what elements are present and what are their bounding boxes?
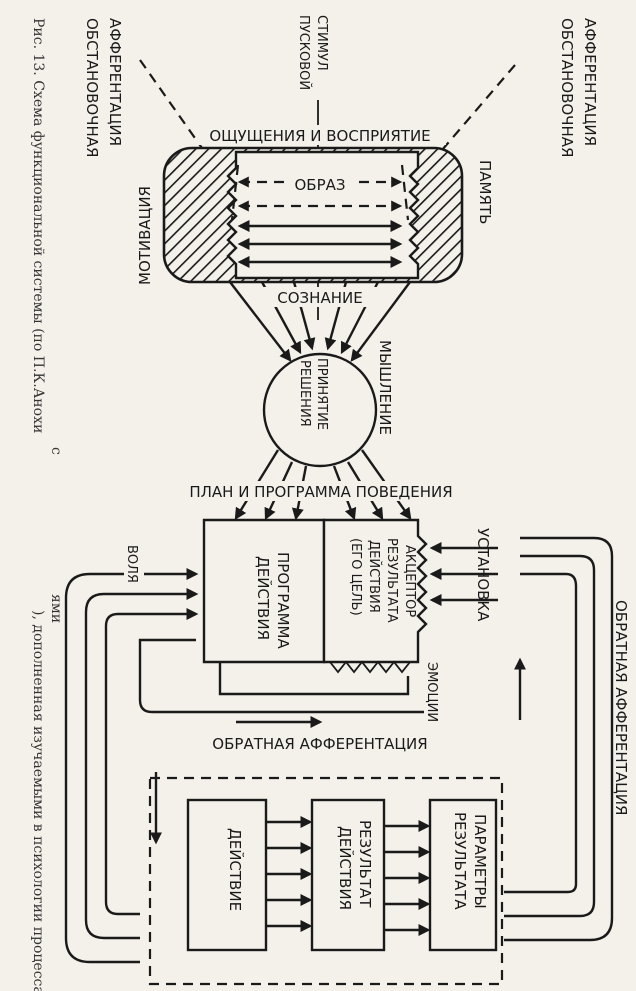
acceptor-label-1: АКЦЕПТОР (402, 545, 417, 617)
decision-label-2: РЕШЕНИЯ (297, 360, 312, 427)
afferent-left-label: ОБСТАНОВОЧНАЯ АФФЕРЕНТАЦИЯ (83, 18, 124, 157)
motivation-label: МОТИВАЦИЯ (136, 186, 154, 285)
sensation-label: ОЩУЩЕНИЯ И ВОСПРИЯТИЕ (209, 127, 430, 145)
afferent-synthesis-block: ОБРАЗ (162, 146, 464, 284)
figure-caption: Рис. 13. Схема функциональной системы (п… (30, 18, 64, 991)
params-block (428, 798, 498, 952)
image-label: ОБРАЗ (294, 176, 345, 194)
action-label: ДЕЙСТВИЕ (226, 828, 245, 911)
afferent-right-label: ОБСТАНОВОЧНАЯ АФФЕРЕНТАЦИЯ (558, 18, 599, 157)
caption-main: Рис. 13. Схема функциональной системы (п… (30, 18, 46, 433)
program-acceptor-block (202, 518, 428, 674)
setting-arrows (429, 542, 498, 606)
setting-label: УСТАНОВКА (474, 528, 492, 622)
feedback-outer-label: ОБРАТНАЯ АФФЕРЕНТАЦИЯ (612, 600, 630, 815)
result-block (310, 798, 386, 952)
consciousness-label: СОЗНАНИЕ (277, 289, 362, 307)
thinking-label: МЫШЛЕНИЕ (376, 340, 394, 435)
svg-text:АФФЕРЕНТАЦИЯ: АФФЕРЕНТАЦИЯ (581, 18, 599, 146)
effector-dashed-frame (148, 776, 504, 986)
svg-text:ПУСКОВОЙ: ПУСКОВОЙ (296, 15, 312, 90)
action-block (186, 798, 268, 952)
result-to-params-arrows (384, 820, 431, 936)
action-program-label-2: ДЕЙСТВИЯ (254, 556, 273, 640)
caption-sub-1: с (48, 447, 64, 455)
acceptor-label-2: РЕЗУЛЬТАТА (384, 538, 399, 623)
svg-text:ОБСТАНОВОЧНАЯ: ОБСТАНОВОЧНАЯ (83, 18, 101, 157)
decision-label-1: ПРИНЯТИЕ (314, 358, 329, 430)
svg-text:СТИМУЛ: СТИМУЛ (314, 15, 329, 71)
feedback-loops (64, 536, 614, 964)
emotions-label: ЭМОЦИИ (424, 662, 439, 722)
acceptor-label-3: ДЕЙСТВИЯ (366, 540, 382, 613)
caption-tail: ), дополненная изучаемыми в психологии п… (30, 610, 46, 991)
params-label-1: ПАРАМЕТРЫ (471, 814, 489, 909)
will-label: ВОЛЯ (124, 545, 139, 583)
svg-text:АФФЕРЕНТАЦИЯ: АФФЕРЕНТАЦИЯ (106, 18, 124, 146)
action-to-result-arrows (266, 816, 313, 932)
afferent-right-dashed-line (411, 64, 516, 186)
caption-sub-2: ями (48, 594, 64, 623)
action-program-label-1: ПРОГРАММА (274, 552, 292, 649)
feedback-inner-label: ОБРАТНАЯ АФФЕРЕНТАЦИЯ (212, 735, 427, 753)
result-label-1: РЕЗУЛЬТАТ (356, 820, 374, 908)
svg-text:ОБСТАНОВОЧНАЯ: ОБСТАНОВОЧНАЯ (558, 18, 576, 157)
params-label-2: РЕЗУЛЬТАТА (451, 812, 469, 910)
decision-circle (262, 352, 378, 468)
memory-label: ПАМЯТЬ (476, 160, 494, 224)
result-label-2: ДЕЙСТВИЯ (336, 826, 355, 910)
acceptor-label-4: (ЕГО ЦЕЛЬ) (348, 538, 363, 616)
trigger-label: ПУСКОВОЙ СТИМУЛ (296, 15, 329, 90)
plan-label: ПЛАН И ПРОГРАММА ПОВЕДЕНИЯ (189, 483, 452, 501)
